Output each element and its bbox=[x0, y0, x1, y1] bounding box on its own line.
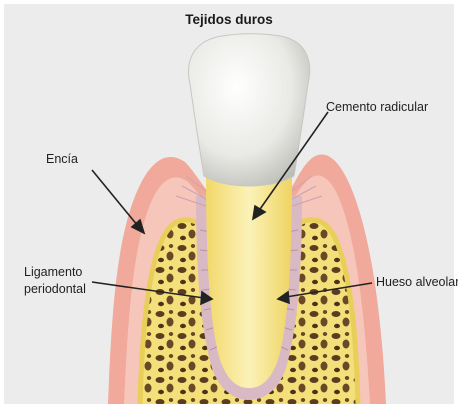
label-root-cement: Cemento radicular bbox=[326, 100, 428, 115]
diagram-title: Tejidos duros bbox=[0, 12, 458, 27]
label-ligament-line2: periodontal bbox=[24, 282, 86, 297]
tooth-root bbox=[206, 170, 292, 388]
label-ligament-line1: Ligamento bbox=[24, 265, 82, 280]
gum-arrow bbox=[92, 170, 138, 226]
label-gum: Encía bbox=[46, 152, 78, 167]
label-alveolar-bone: Hueso alveolar bbox=[376, 275, 458, 290]
